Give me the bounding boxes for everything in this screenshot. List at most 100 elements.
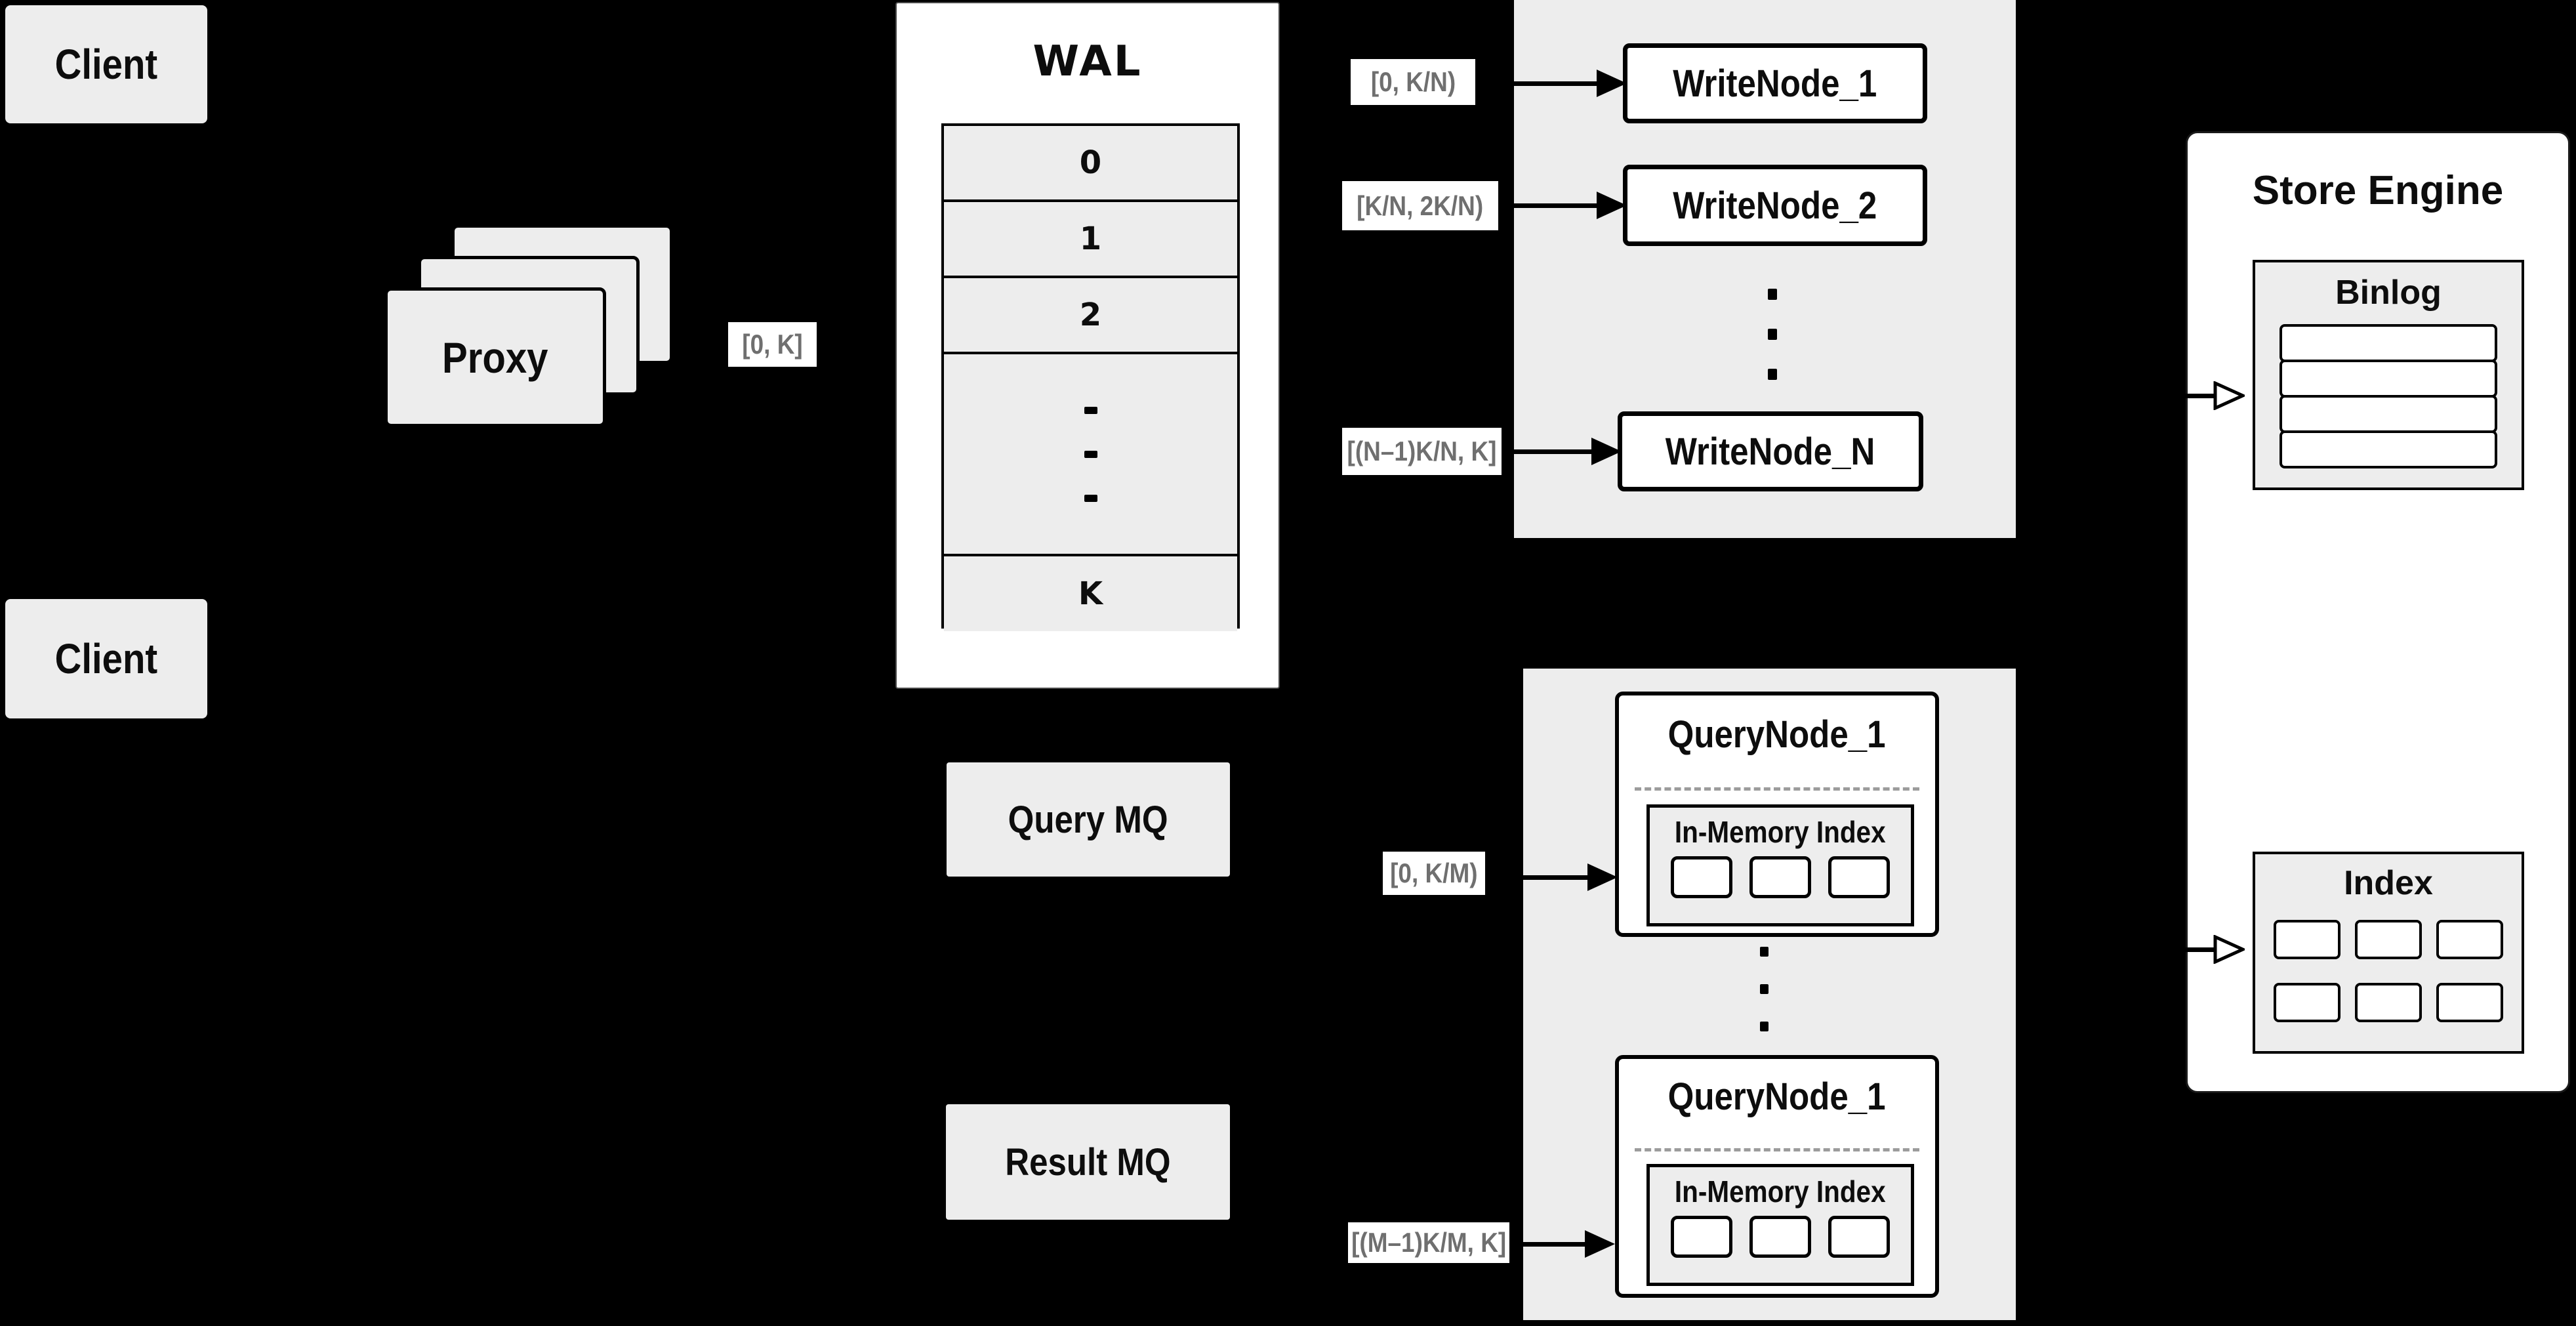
index-cell	[2355, 920, 2422, 959]
memory-cell	[1671, 856, 1732, 898]
wal-segment-row: 2	[944, 276, 1237, 352]
ellipsis-dot	[1084, 450, 1097, 458]
binlog-row	[2280, 360, 2497, 398]
store-engine-title: Store Engine	[2252, 168, 2504, 213]
result-mq-label: Result MQ	[1005, 1140, 1171, 1184]
index-cell	[2436, 983, 2503, 1022]
memory-cell	[1749, 856, 1811, 898]
write-range-chip-1-text: [0, K/N)	[1370, 66, 1456, 97]
in-memory-index-box-1: In-Memory Index	[1646, 804, 1914, 926]
ellipsis-dot	[1760, 947, 1768, 957]
write-range-chip-2-text: [K/N, 2K/N)	[1357, 190, 1484, 221]
arrowhead-index-hollow	[2213, 935, 2245, 964]
wal-segment-row: 0	[944, 126, 1237, 199]
proxy-box: Proxy	[384, 287, 606, 427]
wal-ellipsis-row	[944, 352, 1237, 554]
wal-segment-row: 1	[944, 199, 1237, 276]
query-range-chip-m-text: [(M–1)K/M, K]	[1351, 1227, 1507, 1258]
index-box: Index	[2253, 852, 2524, 1054]
binlog-rows	[2255, 324, 2522, 468]
binlog-box: Binlog	[2253, 260, 2524, 490]
index-cell	[2274, 983, 2341, 1022]
write-node-1-label: WriteNode_1	[1673, 62, 1877, 105]
index-cell-row	[2255, 983, 2522, 1022]
memory-cell	[1749, 1216, 1811, 1258]
query-node-2-title: QueryNode_1	[1619, 1075, 1935, 1119]
query-node-2-title-text: QueryNode_1	[1668, 1075, 1886, 1118]
ellipsis-dot	[1084, 406, 1097, 414]
write-range-chip-2: [K/N, 2K/N)	[1342, 181, 1498, 230]
in-memory-index-title-2-text: In-Memory Index	[1675, 1174, 1886, 1209]
client-bottom-label: Client	[54, 635, 158, 682]
arrow-line-index	[2131, 947, 2215, 952]
memory-cell-row	[1650, 856, 1911, 898]
write-node-box-n: WriteNode_N	[1618, 411, 1923, 491]
query-node-2-divider	[1635, 1148, 1919, 1151]
index-cell	[2355, 983, 2422, 1022]
query-node-box-1: QueryNode_1 In-Memory Index	[1615, 692, 1939, 937]
index-cell	[2436, 920, 2503, 959]
arrow-line-binlog	[2131, 394, 2215, 398]
write-node-box-2: WriteNode_2	[1623, 165, 1927, 246]
memory-cell	[1828, 1216, 1890, 1258]
arrow-line-querynode-2	[1509, 1242, 1585, 1247]
client-top-label: Client	[54, 41, 158, 88]
ellipsis-dot	[1760, 1022, 1768, 1031]
query-node-ellipsis	[1760, 947, 1768, 1031]
arrowhead-writenode-n	[1591, 438, 1622, 465]
query-node-1-title: QueryNode_1	[1619, 713, 1935, 756]
memory-cell	[1828, 856, 1890, 898]
arrow-line-writenode-2	[1498, 203, 1597, 208]
query-node-box-2: QueryNode_1 In-Memory Index	[1615, 1055, 1939, 1298]
wal-table: 0 1 2 K	[941, 123, 1240, 631]
write-node-box-1: WriteNode_1	[1623, 43, 1927, 123]
query-mq-box: Query MQ	[947, 762, 1230, 877]
arrow-line-querynode-1	[1499, 875, 1587, 880]
arrow-line-writenode-1	[1476, 81, 1597, 86]
wal-title: WAL	[1032, 37, 1143, 86]
memory-cell	[1671, 1216, 1732, 1258]
result-mq-box: Result MQ	[946, 1104, 1230, 1220]
query-node-1-title-text: QueryNode_1	[1668, 713, 1886, 756]
index-title: Index	[2344, 864, 2433, 902]
arrowhead-writenode-2	[1597, 192, 1627, 219]
write-node-2-label: WriteNode_2	[1673, 184, 1877, 227]
index-cell	[2274, 920, 2341, 959]
write-range-chip-1: [0, K/N)	[1351, 59, 1475, 105]
arrowhead-binlog-hollow	[2213, 381, 2245, 410]
binlog-title: Binlog	[2335, 274, 2442, 312]
wal-box: WAL 0 1 2 K	[895, 2, 1280, 689]
ellipsis-dot	[1768, 369, 1777, 380]
client-box-top: Client	[5, 5, 207, 123]
in-memory-index-title-1-text: In-Memory Index	[1675, 815, 1886, 849]
query-range-chip-1: [0, K/M)	[1383, 852, 1485, 895]
client-box-bottom: Client	[5, 599, 207, 718]
binlog-row	[2280, 395, 2497, 433]
arrowhead-querynode-2	[1585, 1230, 1615, 1258]
arrowhead-querynode-1	[1587, 863, 1618, 891]
query-range-chip-m: [(M–1)K/M, K]	[1348, 1222, 1509, 1263]
index-cell-row	[2255, 920, 2522, 959]
proxy-range-chip: [0, K]	[728, 322, 817, 367]
write-node-n-label: WriteNode_N	[1666, 430, 1875, 473]
in-memory-index-title-1: In-Memory Index	[1650, 814, 1911, 850]
ellipsis-dot	[1760, 984, 1768, 994]
proxy-range-chip-text: [0, K]	[742, 329, 803, 360]
arrow-line-writenode-n	[1502, 449, 1591, 454]
ellipsis-dot	[1768, 289, 1777, 300]
query-mq-label: Query MQ	[1008, 798, 1168, 841]
arrowhead-writenode-1	[1597, 70, 1627, 97]
binlog-row	[2280, 324, 2497, 362]
proxy-label: Proxy	[442, 333, 548, 382]
ellipsis-dot	[1084, 494, 1097, 502]
wal-segment-row: K	[944, 554, 1237, 631]
in-memory-index-box-2: In-Memory Index	[1646, 1164, 1914, 1286]
query-node-1-divider	[1635, 787, 1919, 791]
store-engine-box: Store Engine Binlog Index	[2186, 131, 2570, 1093]
in-memory-index-title-2: In-Memory Index	[1650, 1174, 1911, 1209]
memory-cell-row	[1650, 1216, 1911, 1258]
ellipsis-dot	[1768, 329, 1777, 340]
write-node-ellipsis	[1768, 289, 1777, 380]
write-range-chip-n-text: [(N–1)K/N, K]	[1347, 436, 1497, 466]
